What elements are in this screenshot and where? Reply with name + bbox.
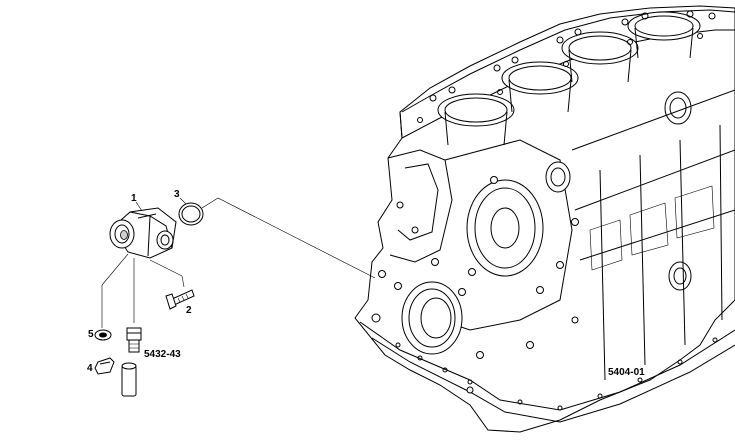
callout-part-number: 5432-43	[144, 349, 181, 360]
callout-2: 2	[186, 305, 192, 316]
sealing-washer	[94, 329, 112, 341]
callout-3: 3	[174, 189, 180, 200]
front-cover-bolts	[371, 176, 579, 394]
temperature-sensor	[126, 327, 142, 353]
thermostat-housing	[109, 207, 177, 259]
pipe-fitting	[94, 357, 137, 397]
pan-rail-holes	[395, 337, 718, 411]
callout-4: 4	[87, 363, 93, 374]
housing-bolt	[165, 289, 195, 310]
callout-5: 5	[88, 329, 94, 340]
callout-1: 1	[131, 193, 137, 204]
engine-block	[354, 5, 735, 433]
deck-bolt-holes	[417, 10, 716, 123]
o-ring-seal	[178, 202, 204, 226]
drawing-id: 5404-01	[608, 367, 645, 378]
leader-lines	[101, 197, 376, 328]
